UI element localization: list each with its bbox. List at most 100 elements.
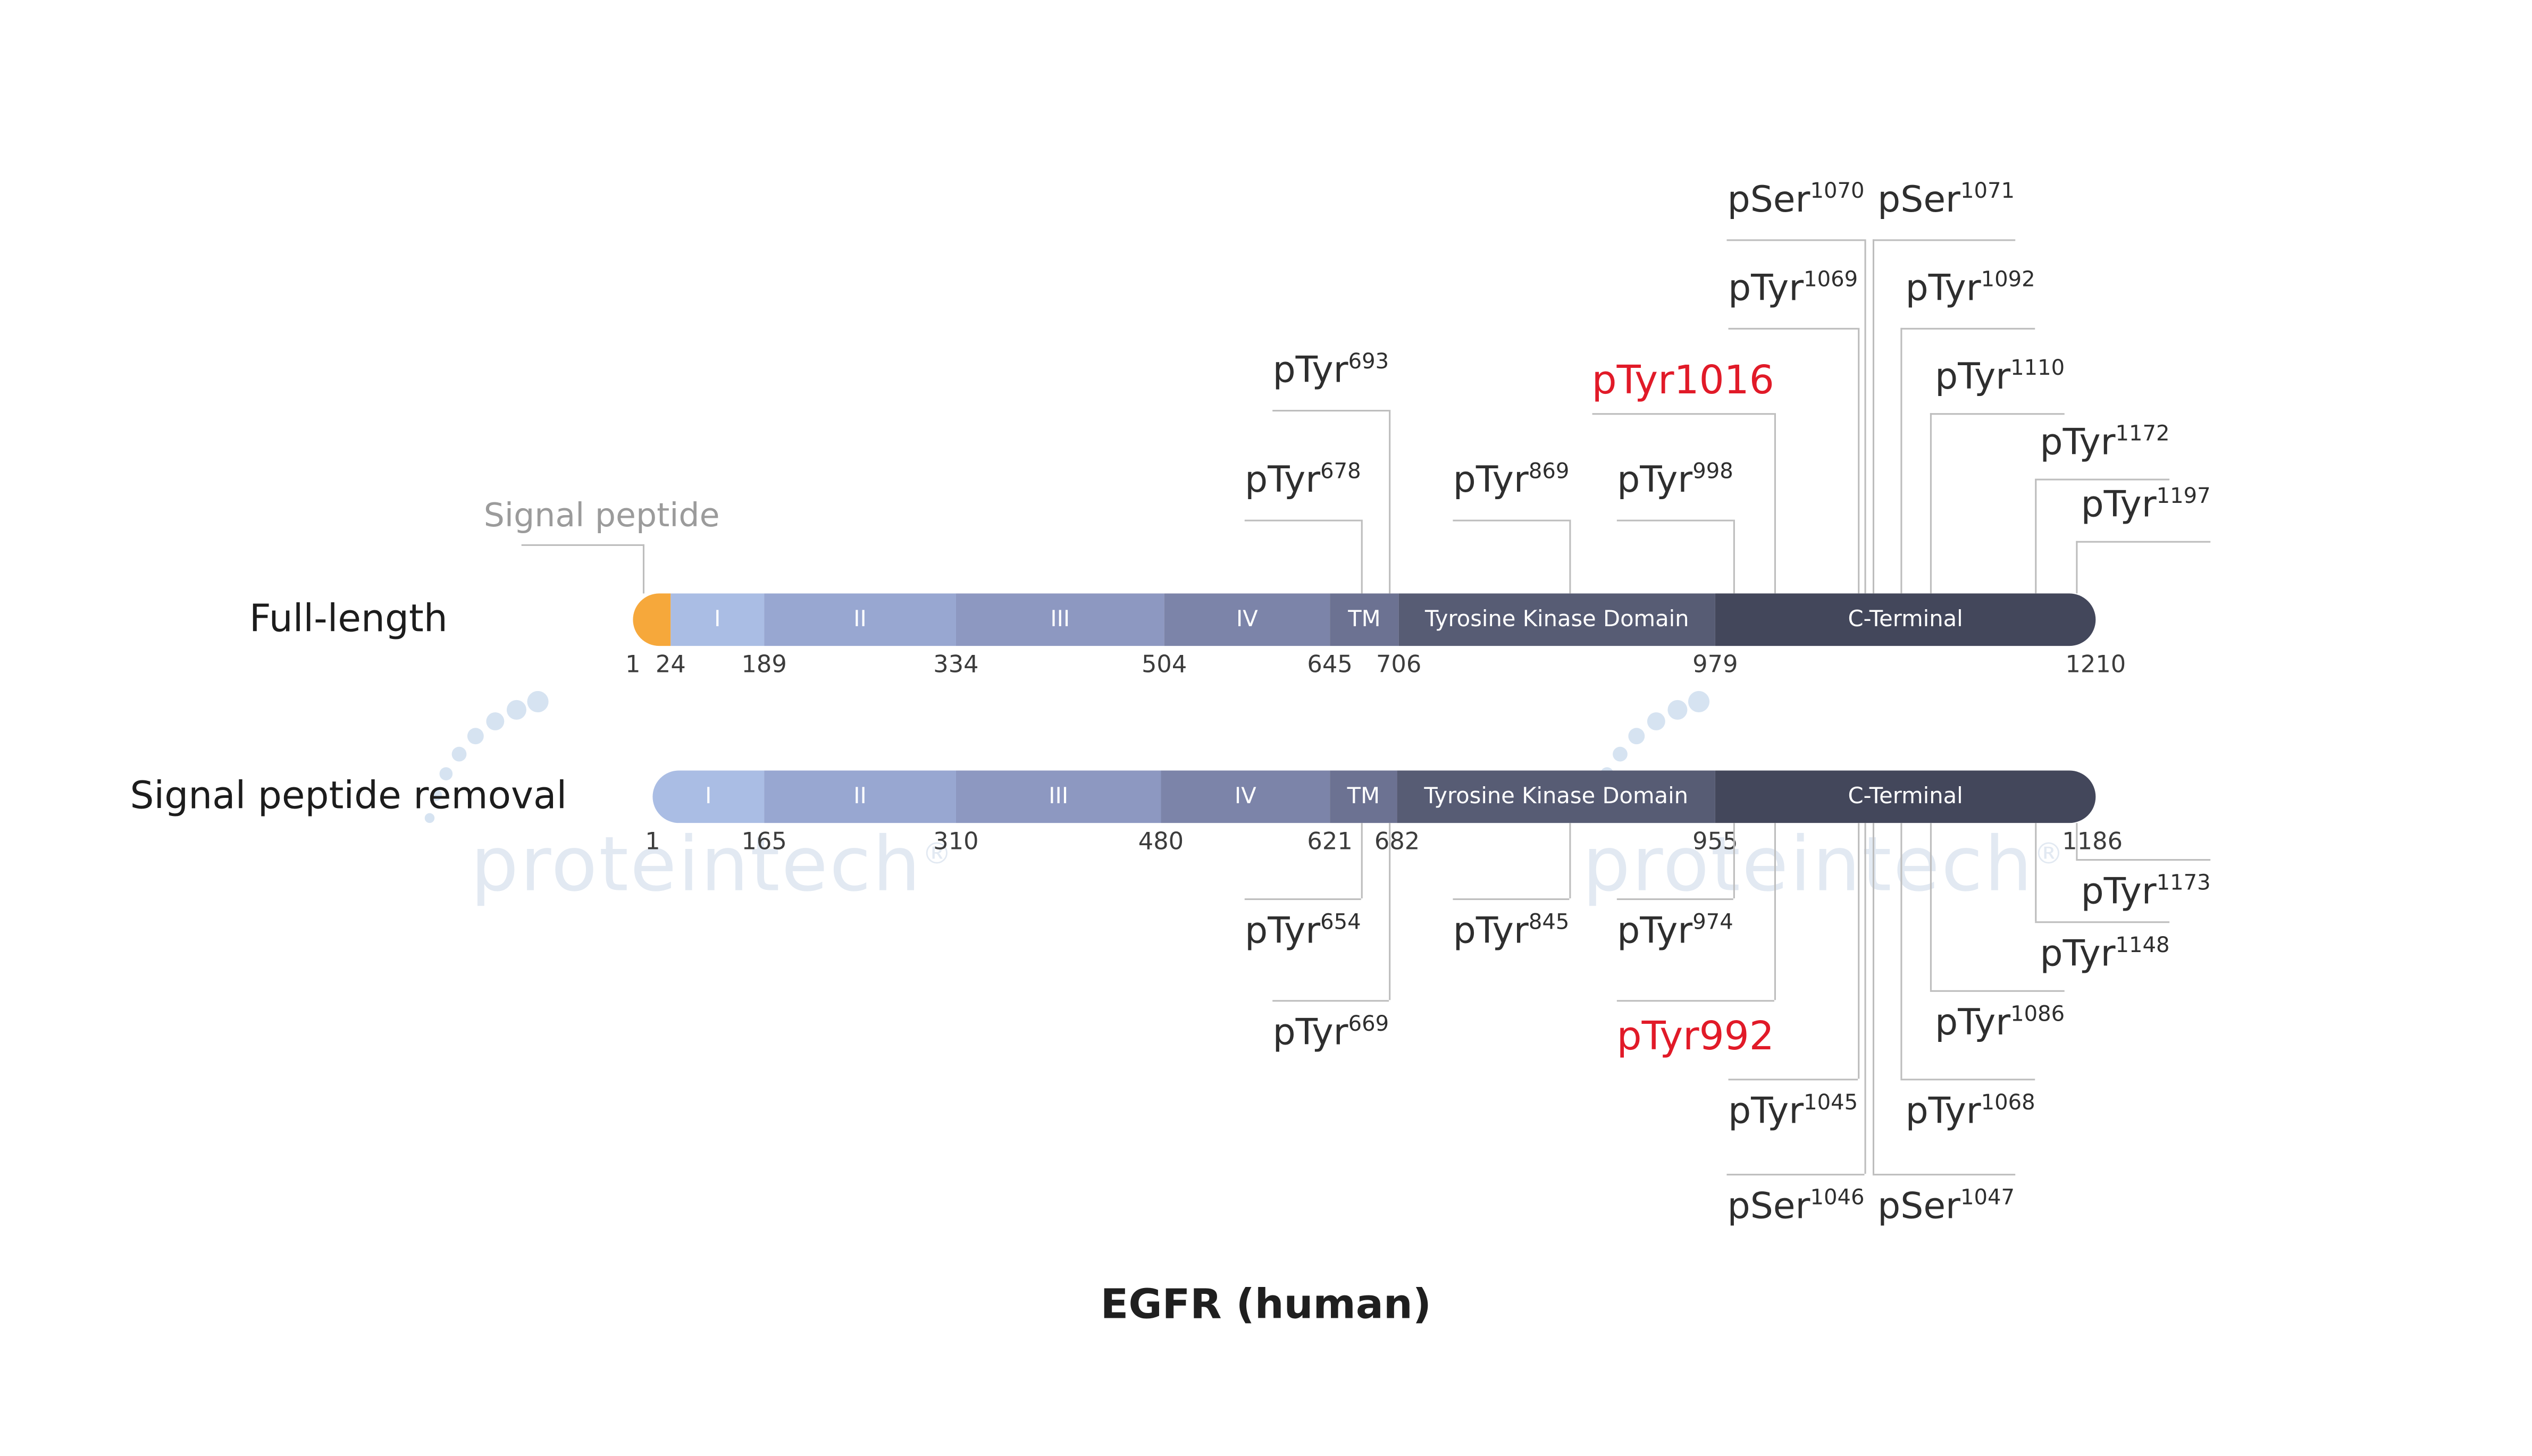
connector-line-pTyr1172 <box>2035 478 2170 481</box>
connector-line-pTyr1086 <box>1930 990 2065 992</box>
connector-line-pTyr1069 <box>1728 327 1858 330</box>
residue-superscript: 1172 <box>2115 422 2170 447</box>
connector-line-pTyr1092 <box>1900 327 1902 594</box>
segment-label-domain-II: II <box>853 784 867 810</box>
segment-label-kinase-domain: Tyrosine Kinase Domain <box>1424 784 1689 810</box>
phospho-site-pTyr845: pTyr845 <box>1453 911 1570 953</box>
residue-superscript: 998 <box>1692 460 1733 485</box>
residue-superscript: 1197 <box>2156 484 2211 510</box>
phospho-site-pTyr1148: pTyr1148 <box>2040 933 2170 975</box>
residue-number-621: 621 <box>1307 829 1353 856</box>
segment-label-domain-IV: IV <box>1234 784 1256 810</box>
phospho-site-pSer1047: pSer1047 <box>1877 1186 2015 1228</box>
watermark-proteintech-left: proteintech® <box>471 820 953 908</box>
residue-number-1: 1 <box>645 829 660 856</box>
segment-c-terminal: C-Terminal <box>1715 770 2096 823</box>
phospho-site-pSer1071: pSer1071 <box>1877 180 2015 222</box>
residue-superscript: 678 <box>1320 460 1361 485</box>
phospho-site-pTyr1172: pTyr1172 <box>2040 422 2170 464</box>
residue-superscript: 1173 <box>2156 871 2211 896</box>
connector-line-pTyr1069 <box>1858 327 1860 594</box>
residue-number-706: 706 <box>1376 652 1422 679</box>
connector-line-pTyr669 <box>1272 1000 1389 1002</box>
connector-line-pTyr1110 <box>1930 413 1932 594</box>
residue-number-955: 955 <box>1692 829 1738 856</box>
segment-label-domain-II: II <box>853 607 867 633</box>
connector-line-pTyr998 <box>1616 519 1733 521</box>
connector-line-pTyr654 <box>1361 823 1363 899</box>
residue-superscript: 1148 <box>2115 933 2170 959</box>
diagram-title: EGFR (human) <box>1100 1280 1431 1328</box>
connector-line-pTyr869 <box>1453 519 1570 521</box>
phospho-site-pTyr1045: pTyr1045 <box>1728 1091 1858 1133</box>
segment-c-terminal: C-Terminal <box>1715 593 2096 646</box>
signal-peptide-label: Signal peptide <box>483 495 720 535</box>
connector-line-pTyr845 <box>1569 823 1571 899</box>
residue-superscript: 1092 <box>1981 268 2035 293</box>
residue-number-480: 480 <box>1138 829 1184 856</box>
segment-kinase-domain: Tyrosine Kinase Domain <box>1398 593 1715 646</box>
segment-label-domain-III: III <box>1049 784 1069 810</box>
connector-line-pSer1047 <box>1872 823 1875 1174</box>
residue-superscript: 869 <box>1528 460 1570 485</box>
connector-line-pTyr1086 <box>1930 823 1932 990</box>
segment-label-domain-TM: TM <box>1348 607 1381 633</box>
connector-line-pTyr998 <box>1733 519 1735 594</box>
phospho-site-pTyr1110: pTyr1110 <box>1935 357 2065 399</box>
residue-number-504: 504 <box>1141 652 1187 679</box>
residue-number-645: 645 <box>1307 652 1353 679</box>
residue-superscript: 1071 <box>1960 180 2015 205</box>
phospho-site-pTyr1086: pTyr1086 <box>1935 1003 2065 1045</box>
connector-line-pTyr693 <box>1389 410 1391 594</box>
connector-line-pTyr1068 <box>1900 823 1902 1079</box>
watermark-text: proteintech <box>1582 820 2034 908</box>
phospho-site-pTyr1197: pTyr1197 <box>2081 484 2211 526</box>
phospho-site-pTyr678: pTyr678 <box>1245 460 1361 502</box>
phospho-site-pTyr693: pTyr693 <box>1272 350 1389 392</box>
segment-domain-IV: IV <box>1161 770 1330 823</box>
phospho-site-pSer1046: pSer1046 <box>1727 1186 1865 1228</box>
connector-line-pTyr1068 <box>1900 1079 2035 1081</box>
signal-peptide-connector-line <box>521 544 645 546</box>
connector-line-pTyr1016 <box>1774 413 1776 594</box>
segment-domain-II: II <box>764 770 956 823</box>
segment-label-c-terminal: C-Terminal <box>1848 607 1963 633</box>
connector-line-pTyr1045 <box>1728 1079 1858 1081</box>
connector-line-pTyr1173 <box>2076 823 2078 860</box>
phospho-site-pTyr1068: pTyr1068 <box>1905 1091 2035 1133</box>
connector-line-pTyr1016 <box>1592 413 1774 415</box>
segment-domain-I: I <box>652 770 765 823</box>
connector-line-pSer1071 <box>1872 239 1875 594</box>
connector-line-pTyr654 <box>1244 898 1361 900</box>
connector-line-pTyr974 <box>1616 898 1733 900</box>
segment-label-domain-TM: TM <box>1347 784 1380 810</box>
residue-number-1186: 1186 <box>2062 829 2123 856</box>
phospho-site-pSer1070: pSer1070 <box>1727 180 1865 222</box>
segment-label-domain-IV: IV <box>1236 607 1258 633</box>
connector-line-pTyr1148 <box>2035 921 2170 923</box>
connector-line-pTyr992 <box>1616 1000 1774 1002</box>
segment-label-domain-III: III <box>1050 607 1070 633</box>
signal-peptide-connector-line <box>642 544 645 594</box>
phospho-site-pTyr1092: pTyr1092 <box>1905 268 2035 310</box>
residue-number-334: 334 <box>933 652 979 679</box>
residue-number-682: 682 <box>1374 829 1420 856</box>
phospho-site-pTyr974: pTyr974 <box>1617 911 1733 953</box>
segment-domain-TM: TM <box>1330 770 1397 823</box>
phospho-site-pTyr869: pTyr869 <box>1453 460 1570 502</box>
residue-number-979: 979 <box>1692 652 1738 679</box>
connector-line-pTyr1110 <box>1930 413 2065 415</box>
residue-superscript: 1047 <box>1960 1186 2015 1211</box>
residue-number-310: 310 <box>933 829 979 856</box>
connector-line-pTyr678 <box>1361 519 1363 594</box>
phospho-site-pTyr1016: pTyr1016 <box>1591 357 1774 403</box>
residue-superscript: 974 <box>1692 911 1733 936</box>
proteintech-logo-watermark <box>424 691 549 823</box>
residue-superscript: 845 <box>1528 911 1570 936</box>
segment-domain-I: I <box>670 593 765 646</box>
connector-line-pTyr845 <box>1453 898 1570 900</box>
phospho-site-pTyr669: pTyr669 <box>1272 1012 1389 1055</box>
